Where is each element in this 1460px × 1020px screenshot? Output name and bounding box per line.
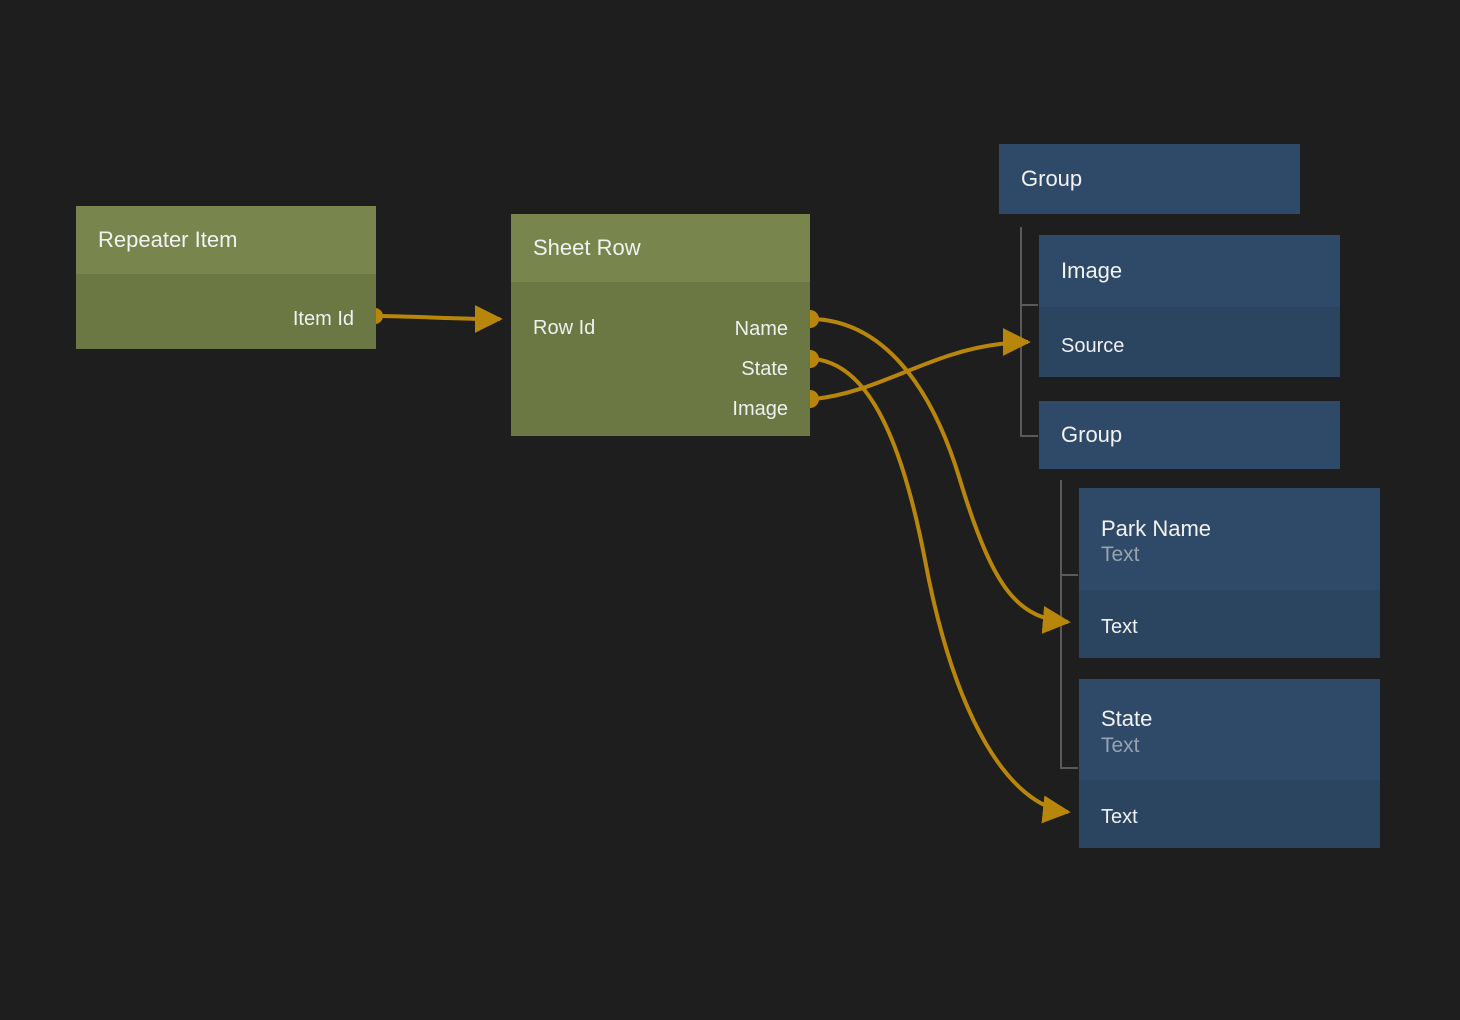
port-sheet-row-rowid[interactable]: Row Id bbox=[533, 317, 596, 339]
node-group-top[interactable]: Group bbox=[999, 144, 1300, 214]
node-state-header[interactable]: State Text bbox=[1079, 679, 1380, 780]
port-state-text[interactable]: Text bbox=[1101, 806, 1138, 828]
node-sheet-row-title: Sheet Row bbox=[533, 234, 641, 260]
port-sheet-row-name[interactable]: Name bbox=[734, 318, 788, 340]
node-state[interactable]: State Text Text bbox=[1079, 679, 1380, 848]
node-park-name[interactable]: Park Name Text Text bbox=[1079, 488, 1380, 658]
node-group-top-title: Group bbox=[1021, 165, 1083, 191]
tree-line-group-second-stub-state bbox=[1060, 767, 1078, 769]
node-image-title: Image bbox=[1061, 257, 1123, 283]
node-sheet-row-body[interactable]: Row Id Name State Image bbox=[511, 282, 810, 436]
node-state-title: State bbox=[1101, 706, 1153, 732]
port-sheet-row-state[interactable]: State bbox=[741, 358, 788, 380]
tree-line-group-top-stub-group bbox=[1020, 435, 1038, 437]
tree-line-group-second-stub-parkname bbox=[1060, 574, 1078, 576]
node-group-second-header[interactable]: Group bbox=[1039, 401, 1340, 469]
node-repeater-item-header[interactable]: Repeater Item bbox=[76, 206, 376, 274]
tree-line-group-second-vertical bbox=[1060, 480, 1062, 769]
node-image[interactable]: Image Source bbox=[1039, 235, 1340, 377]
node-image-body[interactable]: Source bbox=[1039, 307, 1340, 377]
node-image-header[interactable]: Image bbox=[1039, 235, 1340, 307]
node-state-subtitle: Text bbox=[1101, 733, 1140, 757]
node-group-top-header[interactable]: Group bbox=[999, 144, 1300, 214]
node-park-name-title: Park Name bbox=[1101, 515, 1212, 541]
edge-name-to-parkname-text bbox=[801, 310, 1071, 634]
node-park-name-header[interactable]: Park Name Text bbox=[1079, 488, 1380, 590]
port-park-name-text[interactable]: Text bbox=[1101, 616, 1138, 638]
tree-line-group-top-stub-image bbox=[1020, 304, 1038, 306]
node-repeater-item-body[interactable]: Item Id bbox=[76, 274, 376, 349]
node-repeater-item-title: Repeater Item bbox=[98, 226, 238, 252]
port-sheet-row-image[interactable]: Image bbox=[732, 398, 788, 420]
node-sheet-row[interactable]: Sheet Row Row Id Name State Image bbox=[511, 214, 810, 436]
node-group-second-title: Group bbox=[1061, 421, 1123, 447]
port-repeater-item-itemid[interactable]: Item Id bbox=[292, 308, 354, 330]
edge-itemid-to-rowid bbox=[367, 304, 503, 333]
node-park-name-subtitle: Text bbox=[1101, 543, 1140, 567]
node-repeater-item[interactable]: Repeater Item Item Id bbox=[76, 206, 376, 349]
node-sheet-row-header[interactable]: Sheet Row bbox=[511, 214, 810, 282]
port-image-source[interactable]: Source bbox=[1061, 335, 1125, 357]
edge-state-to-state-text bbox=[801, 350, 1071, 824]
edge-image-to-source bbox=[801, 328, 1031, 408]
tree-line-group-top-vertical bbox=[1020, 227, 1022, 437]
node-group-second[interactable]: Group bbox=[1039, 401, 1340, 469]
node-park-name-body[interactable]: Text bbox=[1079, 590, 1380, 658]
node-state-body[interactable]: Text bbox=[1079, 780, 1380, 848]
